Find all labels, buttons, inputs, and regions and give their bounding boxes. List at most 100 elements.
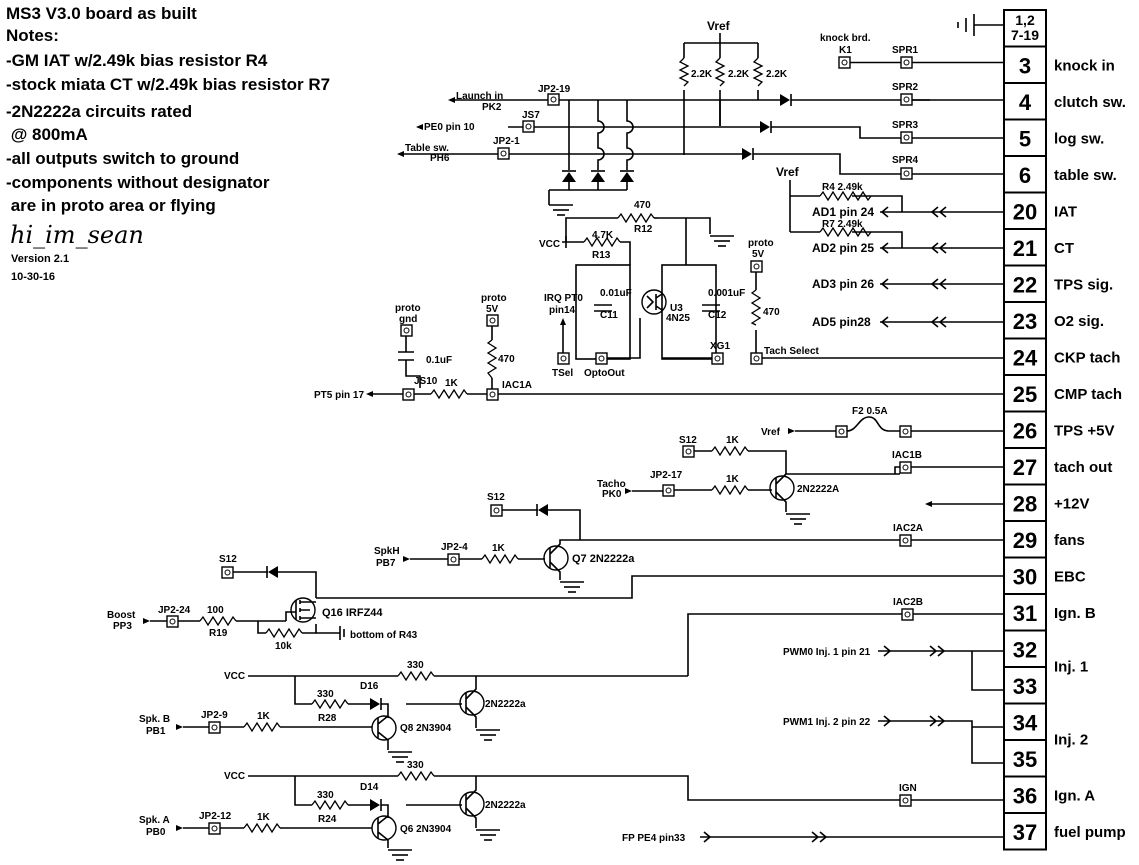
c12-label: C12 [708, 310, 727, 321]
pb7-label: PB7 [376, 558, 396, 569]
r10k-label: 10k [275, 641, 292, 652]
launch-in-label: Launch in [456, 91, 503, 102]
r470-value: 470 [498, 354, 515, 365]
jp2-4-label: JP2-4 [441, 542, 468, 553]
optocoupler-icon [641, 289, 667, 315]
proto-5v-label: 5V [486, 304, 499, 315]
d16-label: D16 [360, 681, 379, 692]
pin-number: 35 [1013, 747, 1037, 772]
note-line: -2N2222a circuits rated [6, 102, 192, 121]
spr4-label: SPR4 [892, 155, 919, 166]
s12-pad [490, 504, 503, 517]
pin-label: Inj. 1 [1054, 659, 1088, 676]
vref-label: Vref [707, 19, 731, 33]
spr2-pad [900, 93, 913, 106]
iac2b-label: IAC2B [893, 597, 923, 608]
vcc-label: VCC [224, 771, 245, 782]
transistor-icon [459, 690, 485, 716]
pin-number: 34 [1013, 711, 1038, 736]
tach-select-pad [750, 352, 763, 365]
r1k-label: 1K [492, 543, 506, 554]
pin-label: tach out [1054, 459, 1112, 476]
pk0-label: PK0 [602, 489, 622, 500]
q7-label: Q7 2N2222a [572, 553, 635, 565]
pin-number: 36 [1013, 784, 1037, 809]
proto-5v-pad [486, 314, 499, 327]
pin-number: 33 [1013, 674, 1037, 699]
connector-outline [1003, 9, 1047, 851]
r28-value: 330 [317, 689, 334, 700]
ign-label: IGN [899, 783, 917, 794]
spr2-label: SPR2 [892, 82, 919, 93]
analog-input-section: Vref R4 2.49k R7 2.49k AD1 pin 24 AD2 pi… [776, 165, 1004, 329]
r13-value: 4.7K [592, 230, 614, 241]
f2-label: F2 0.5A [852, 406, 888, 417]
pin-label: CKP tach [1054, 350, 1120, 367]
r24-label: R24 [318, 814, 337, 825]
ad3-label: AD3 pin 26 [812, 277, 874, 291]
spr4-pad [900, 167, 913, 180]
pin-number: 37 [1013, 820, 1037, 845]
c12-value: 0.001uF [708, 288, 745, 299]
ign-pad [899, 794, 912, 807]
pin-number: 21 [1013, 236, 1037, 261]
pin-number: 6 [1019, 163, 1031, 188]
ad1-label: AD1 pin 24 [812, 205, 874, 219]
pin-label: EBC [1054, 569, 1086, 586]
iac1b-label: IAC1B [892, 450, 922, 461]
pin-label: fuel pump [1054, 824, 1126, 841]
pin14-label: pin14 [549, 305, 576, 316]
q16-label: Q16 IRFZ44 [322, 607, 383, 619]
jp2-1-pad [497, 147, 510, 160]
irq-label: IRQ PT0 [544, 293, 583, 304]
mosfet-icon [290, 597, 316, 623]
xg1-pad [711, 352, 724, 365]
table-sw-label: Table sw. [405, 143, 449, 154]
js7-label: JS7 [522, 110, 540, 121]
fuse-pad-b [899, 425, 912, 438]
pwm1-label: PWM1 Inj. 2 pin 22 [783, 717, 871, 728]
r12-label: R12 [634, 224, 653, 235]
pin-number: 7-19 [1011, 27, 1039, 43]
jp2-4-pad [447, 553, 460, 566]
vref-label: Vref [776, 165, 800, 179]
s12-label: S12 [487, 492, 505, 503]
pin-label: O2 sig. [1054, 313, 1104, 330]
pin-number: 32 [1013, 638, 1037, 663]
signature: hi_im_sean [10, 221, 144, 249]
ignition-a-section: VCC 330 IGN 330 R24 D14 2N2222a Q6 2N390… [139, 760, 1004, 861]
tsel-pad [557, 352, 570, 365]
transistor-icon [459, 791, 485, 817]
r19-value: 100 [207, 605, 224, 616]
ad2-label: AD2 pin 25 [812, 241, 874, 255]
transistor-icon [769, 475, 795, 501]
version-text: Version 2.1 [11, 253, 69, 265]
r1k-label: 1K [257, 812, 271, 823]
pin-label: TPS +5V [1054, 423, 1114, 440]
js10-label: JS10 [414, 376, 438, 387]
bottom-r43-label: bottom of R43 [350, 630, 418, 641]
pin-number: 24 [1013, 346, 1038, 371]
r330-label: 330 [407, 760, 424, 771]
date-text: 10-30-16 [11, 271, 55, 283]
jp2-9-label: JP2-9 [201, 710, 228, 721]
vref-label: Vref [761, 427, 781, 438]
cmp-tach-section: proto gnd 0.1uF JS10 PT5 pin 17 1K IAC1A… [314, 293, 1004, 401]
proto-label: proto [748, 238, 774, 249]
pin-label: CMP tach [1054, 386, 1122, 403]
jp2-24-label: JP2-24 [158, 605, 191, 616]
ignition-b-section: IAC2B PWM0 Inj. 1 pin 21 PWM1 Inj. 2 pin… [139, 597, 1004, 764]
spkb-label: Spk. B [139, 714, 170, 725]
q8-label: Q8 2N3904 [400, 723, 452, 734]
iac1a-pad [486, 388, 499, 401]
ph6-label: PH6 [430, 153, 450, 164]
r330-label: 330 [407, 660, 424, 671]
jp2-17-label: JP2-17 [650, 470, 683, 481]
jp2-19-label: JP2-19 [538, 84, 571, 95]
ad5-label: AD5 pin28 [812, 315, 871, 329]
pwm0-label: PWM0 Inj. 1 pin 21 [783, 647, 871, 658]
opto-tach-section: 470 R12 VCC 4.7K R13 0.01uF C11 0.001uF … [539, 200, 1004, 379]
pin-number: 20 [1013, 200, 1037, 225]
r28-label: R28 [318, 713, 337, 724]
pk2-label: PK2 [482, 102, 502, 113]
